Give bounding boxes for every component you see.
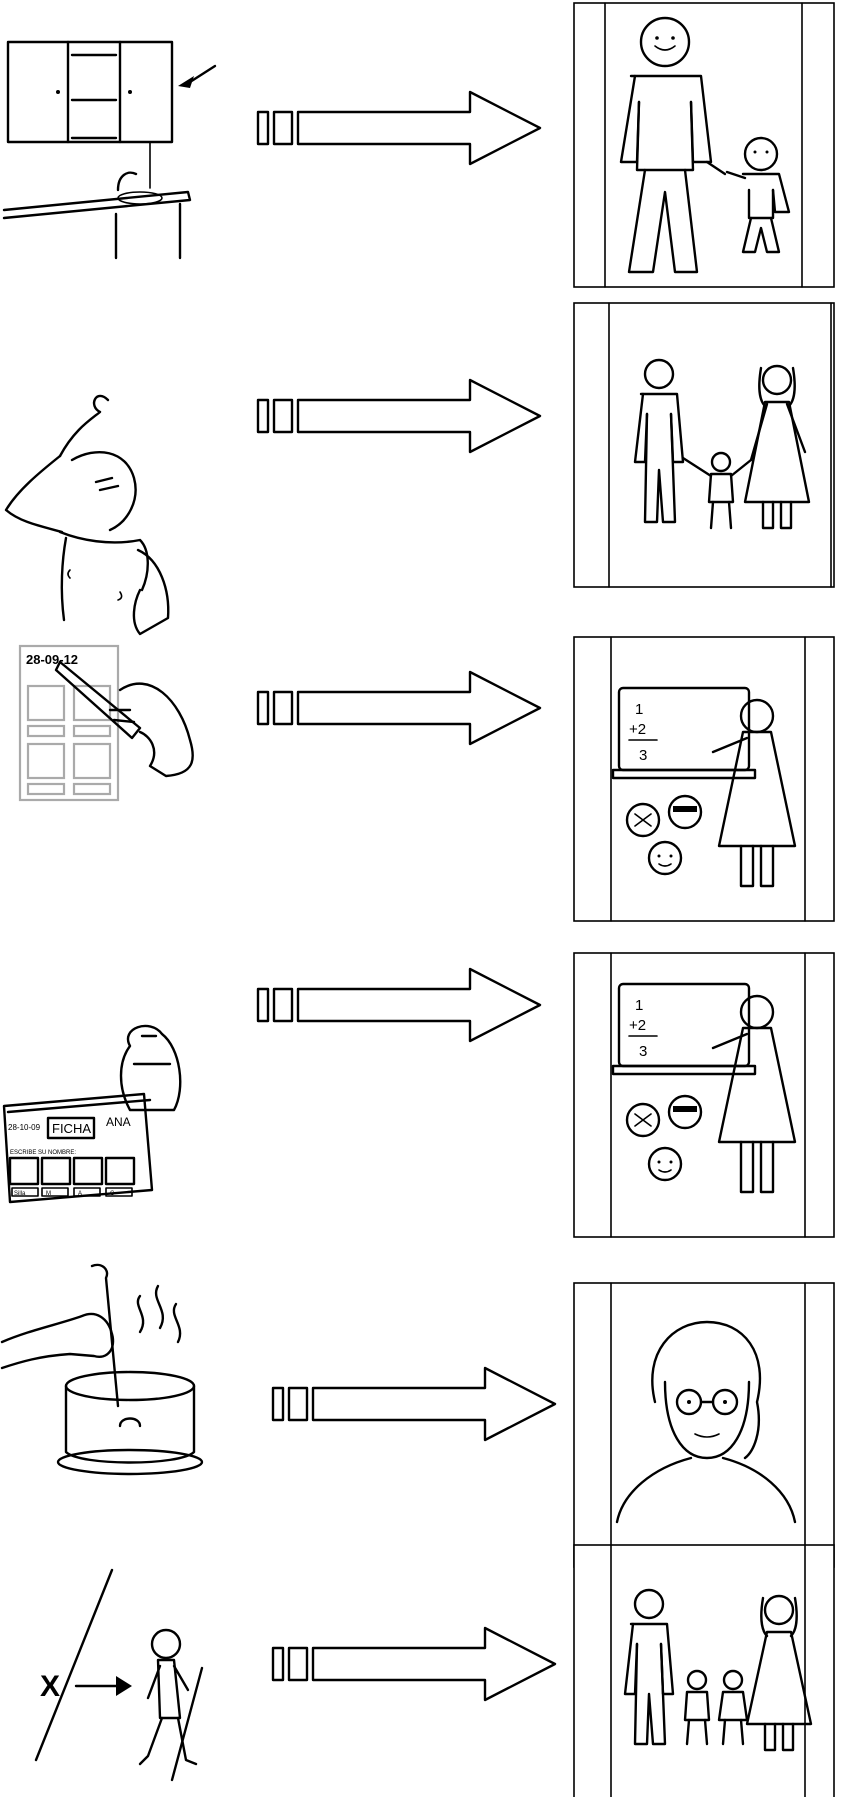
double-bar-arrow-icon [255, 378, 545, 458]
worksheet-label-3: A [78, 1191, 82, 1197]
symbol-x: X [40, 1670, 60, 1703]
blackboard-n1: 1 [635, 701, 643, 718]
walk-to-place-icon: X [0, 1548, 220, 1788]
worksheet-instruction: ESCRIBE SU NOMBRE: [10, 1150, 76, 1156]
cook-stir-pot-icon [0, 1256, 220, 1516]
blackboard-n3: 3 [639, 1043, 647, 1060]
family-parents-and-two-children-card [573, 1544, 835, 1797]
double-bar-arrow-icon [255, 967, 545, 1047]
blackboard-n2: +2 [629, 721, 646, 738]
double-bar-arrow-icon [255, 90, 545, 170]
double-bar-arrow-icon [270, 1626, 560, 1706]
teacher-at-blackboard-card: 1 +2 3 [573, 636, 835, 926]
row-4: 28-10-09 FICHA ANA ESCRIBE SU NOMBRE: Si… [0, 930, 867, 1230]
row-3: 28-09-12 1 +2 3 [0, 590, 867, 930]
teacher-at-blackboard-card: 1 +2 3 [573, 952, 835, 1242]
blackboard-n3: 3 [639, 747, 647, 764]
father-with-child-card [573, 2, 835, 290]
worksheet-label-1: Silla [14, 1191, 26, 1197]
fill-in-worksheet-icon: 28-09-12 [0, 640, 220, 910]
kitchen-cupboard-icon [0, 0, 220, 270]
row-1 [0, 0, 867, 290]
worksheet-heading: FICHA [52, 1121, 91, 1136]
family-parents-and-child-card [573, 302, 835, 590]
worksheet-label-2: M [46, 1191, 51, 1197]
row-6: X [0, 1530, 867, 1783]
row-5 [0, 1230, 867, 1530]
grandmother-card [573, 1282, 835, 1572]
row-2 [0, 290, 867, 590]
blackboard-n1: 1 [635, 997, 643, 1014]
worksheet-label-4: C [110, 1191, 115, 1197]
double-bar-arrow-icon [270, 1366, 560, 1446]
worksheet-and-backpack-icon: 28-10-09 FICHA ANA ESCRIBE SU NOMBRE: Si… [0, 1018, 200, 1248]
double-bar-arrow-icon [255, 670, 545, 750]
worksheet-date: 28-10-09 [8, 1123, 41, 1132]
worksheet-date: 28-09-12 [26, 652, 78, 667]
worksheet-name: ANA [106, 1115, 131, 1129]
blackboard-n2: +2 [629, 1017, 646, 1034]
